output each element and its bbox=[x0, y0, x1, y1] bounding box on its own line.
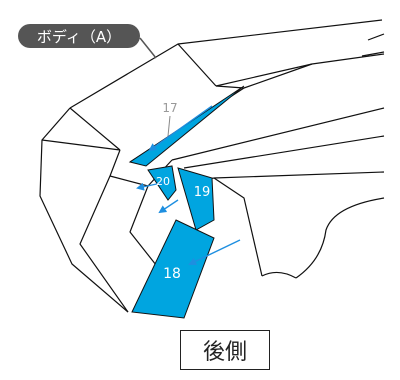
callout-20: 20 bbox=[156, 175, 170, 188]
callout-18: 18 bbox=[163, 266, 181, 282]
view-caption: 後側 bbox=[180, 330, 270, 370]
arrow-20 bbox=[136, 181, 167, 191]
callout-19: 19 bbox=[194, 185, 211, 200]
view-caption-text: 後側 bbox=[202, 340, 247, 365]
direction-arrows bbox=[136, 105, 241, 266]
callout-17: 17 bbox=[162, 101, 177, 115]
panel-19[interactable] bbox=[177, 167, 215, 231]
car-body-outline bbox=[39, 19, 385, 313]
panel-18[interactable] bbox=[131, 219, 215, 319]
arrow-19 bbox=[158, 199, 179, 214]
arrow-17 bbox=[148, 105, 213, 152]
part-label-body-a: ボディ（A） bbox=[18, 24, 157, 59]
arrow-18 bbox=[188, 239, 241, 266]
part-label-text: ボディ（A） bbox=[37, 28, 121, 46]
leader-17 bbox=[167, 115, 171, 137]
panel-17[interactable] bbox=[128, 85, 245, 167]
